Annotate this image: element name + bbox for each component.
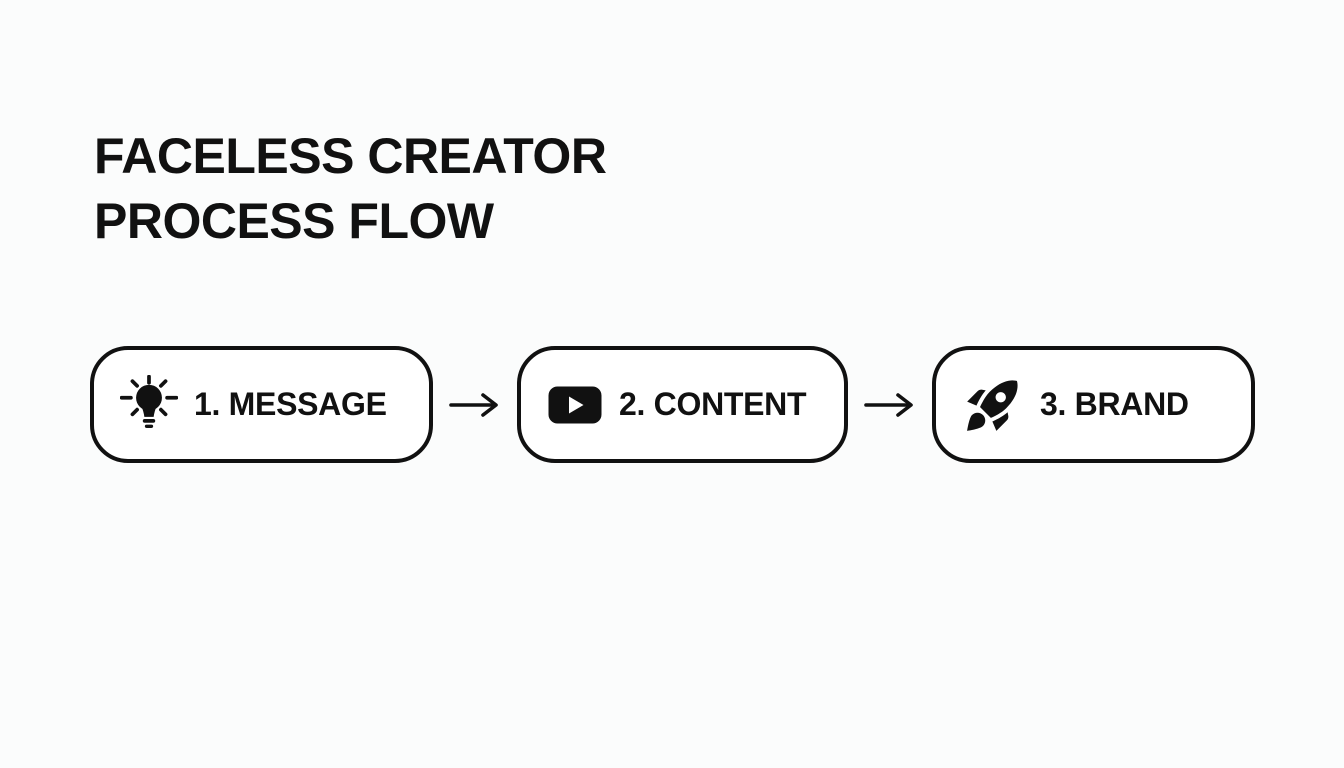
flow-connector-2 (848, 391, 932, 419)
flow-step-label: 3. BRAND (1040, 386, 1189, 422)
arrow-right-icon (864, 392, 913, 417)
flow-connector-1 (433, 391, 517, 419)
rocket-icon (962, 374, 1024, 436)
video-play-icon (547, 385, 603, 425)
arrow-right-icon (449, 392, 498, 417)
process-flow: 1. MESSAGE 2. CONTENT (90, 346, 1255, 463)
flow-step-content: 2. CONTENT (517, 346, 848, 463)
lightbulb-idea-icon (120, 374, 178, 435)
page-title: FACELESS CREATOR PROCESS FLOW (94, 128, 607, 249)
flow-step-brand: 3. BRAND (932, 346, 1255, 463)
flow-step-label: 1. MESSAGE (194, 386, 387, 422)
flow-step-label: 2. CONTENT (619, 386, 807, 422)
flow-step-message: 1. MESSAGE (90, 346, 433, 463)
